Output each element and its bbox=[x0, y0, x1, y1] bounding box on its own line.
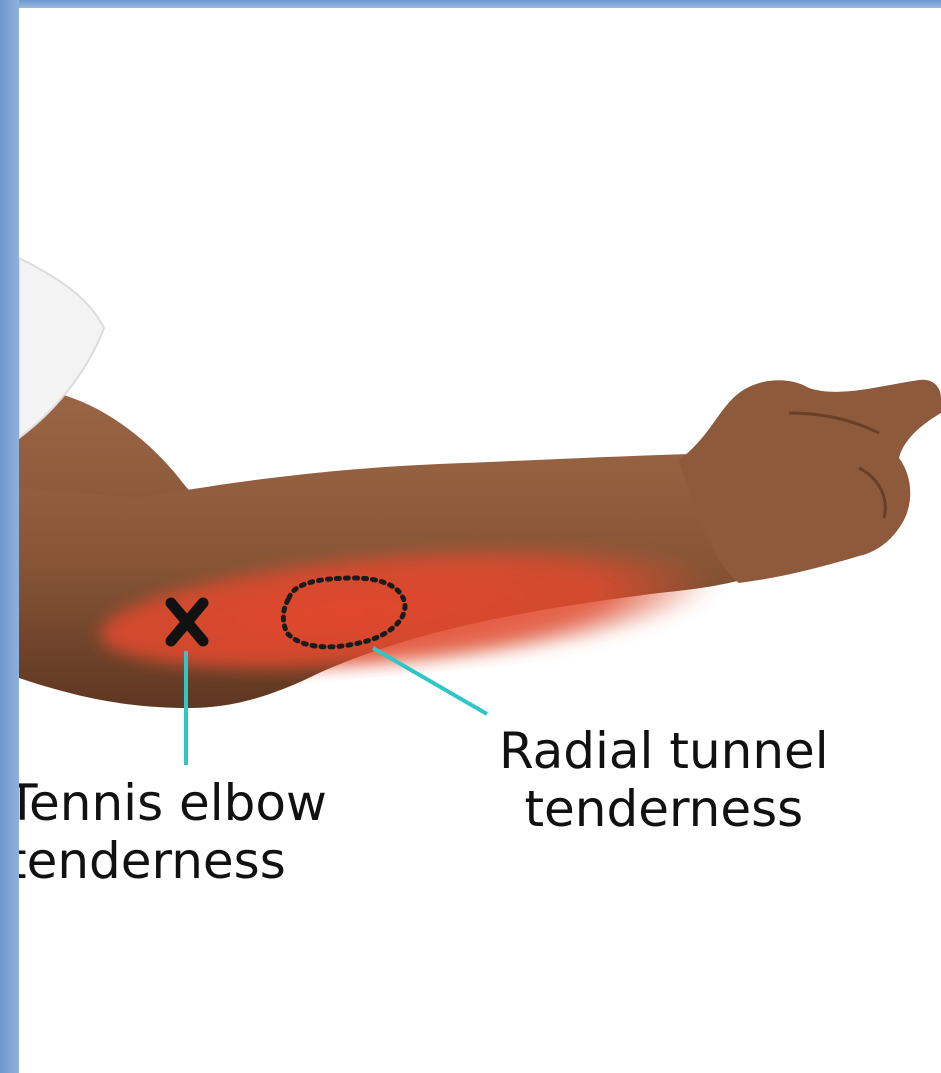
tennis-elbow-label-line2: tenderness bbox=[19, 832, 327, 890]
radial-tunnel-label: Radial tunnel tenderness bbox=[499, 722, 829, 838]
frame-top-border bbox=[0, 0, 941, 8]
frame-left-border bbox=[0, 0, 19, 1073]
arm-illustration bbox=[19, 8, 941, 1073]
illustration-canvas: Tennis elbow tenderness Radial tunnel te… bbox=[19, 8, 941, 1073]
tennis-elbow-label: Tennis elbow tenderness bbox=[19, 774, 327, 890]
tennis-elbow-label-line1: Tennis elbow bbox=[19, 774, 327, 832]
hand bbox=[679, 380, 941, 583]
radial-tunnel-label-line2: tenderness bbox=[499, 780, 829, 838]
radial-tunnel-label-line1: Radial tunnel bbox=[499, 722, 829, 780]
